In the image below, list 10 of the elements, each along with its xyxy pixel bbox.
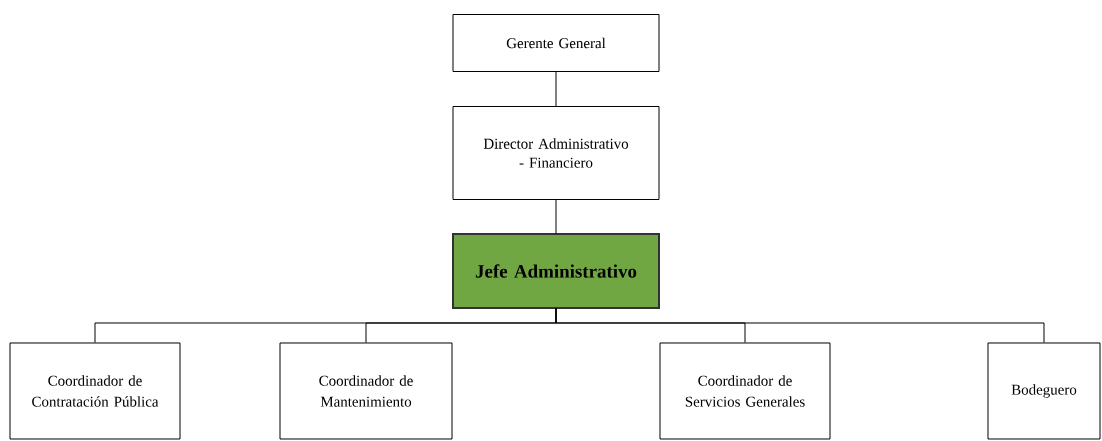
position-box: Gerente General bbox=[452, 14, 660, 72]
highlighted-position-box: Jefe Administrativo bbox=[452, 233, 660, 309]
connector-line bbox=[555, 71, 557, 107]
connector-line bbox=[555, 199, 557, 235]
position-box: Coordinador de Contratación Pública bbox=[9, 342, 181, 440]
position-box: Coordinador de Mantenimiento bbox=[279, 342, 453, 440]
position-box: Director Administrativo - Financiero bbox=[452, 106, 660, 200]
position-box: Bodeguero bbox=[987, 342, 1101, 440]
position-box: Coordinador de Servicios Generales bbox=[659, 342, 831, 440]
connector-line bbox=[555, 307, 1045, 343]
